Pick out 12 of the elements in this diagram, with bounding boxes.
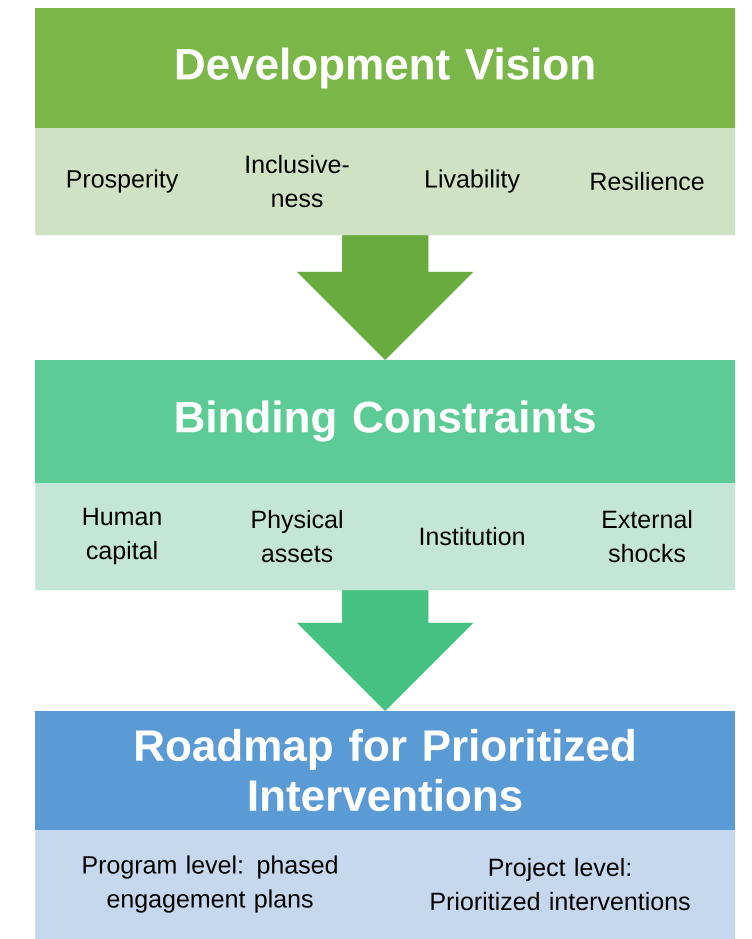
category-label: Resilience (591, 172, 704, 190)
category-label: Project level: Prioritized interventions (431, 858, 690, 910)
category-label: Human capital (84, 508, 161, 564)
category-label: Prosperity (68, 169, 178, 193)
block-arrow (297, 590, 474, 712)
category-label: Livability (426, 169, 520, 193)
category-label: Inclusive-ness (246, 154, 349, 208)
category-label: External shocks (603, 510, 692, 562)
block-arrow (297, 235, 474, 360)
category-label: Program level: phased engagement plans (84, 855, 337, 913)
category-label: Institution (420, 526, 524, 546)
category-label: Physical assets (252, 510, 342, 562)
